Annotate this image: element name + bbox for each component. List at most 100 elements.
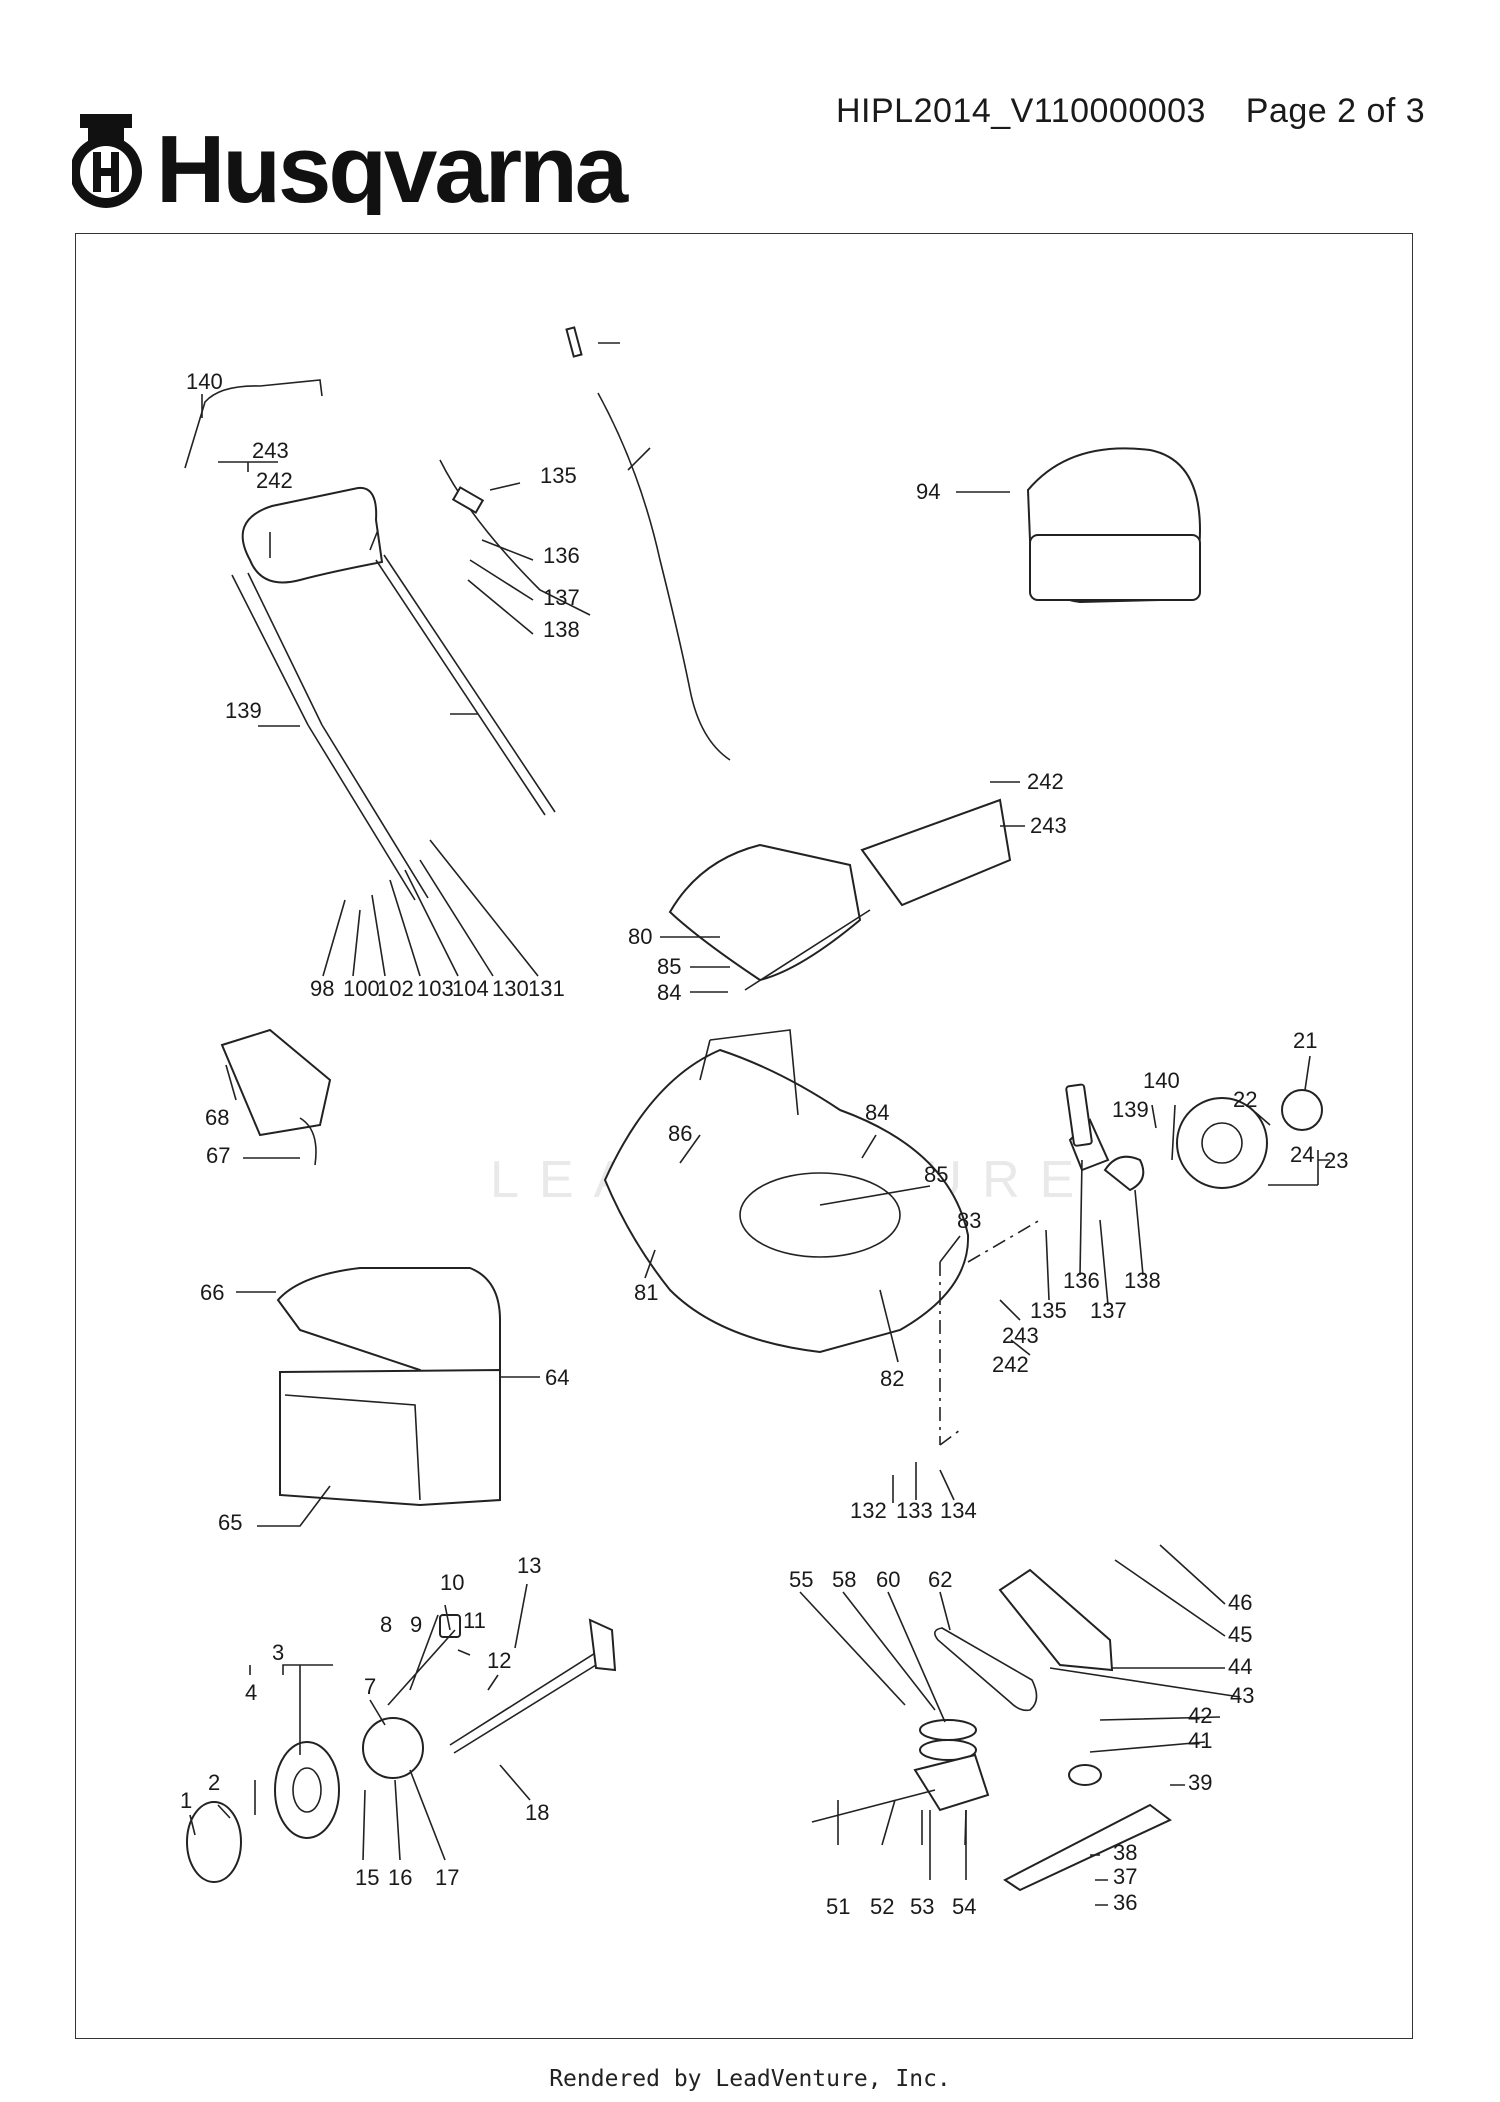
callout-label: 46 — [1228, 1590, 1252, 1615]
callout-label: 23 — [1324, 1148, 1348, 1173]
callout-label: 67 — [206, 1143, 230, 1168]
mower-deck-part — [603, 1048, 970, 1354]
page-indicator: Page 2 of 3 — [1245, 92, 1426, 130]
pulley-part — [919, 1739, 977, 1761]
callout-label: 64 — [545, 1365, 569, 1390]
front-wheel-hub-part — [292, 1767, 322, 1813]
callout-label: 102 — [377, 976, 414, 1001]
callout-label: 2 — [208, 1770, 220, 1795]
diagram-frame — [75, 233, 1413, 2039]
upper-handle-part — [241, 486, 384, 584]
callout-label: 43 — [1230, 1683, 1254, 1708]
callout-label: 53 — [910, 1894, 934, 1919]
callout-label: 16 — [388, 1865, 412, 1890]
callout-label: 138 — [543, 617, 580, 642]
callout-label: 103 — [417, 976, 454, 1001]
callout-label: 243 — [252, 438, 289, 463]
callout-label: 243 — [1002, 1323, 1039, 1348]
front-wheel-part — [274, 1741, 340, 1839]
rear-wheel-part — [1176, 1097, 1268, 1189]
callout-label: 51 — [826, 1894, 850, 1919]
blade-part — [1003, 1803, 1172, 1892]
rear-wheel-hub-part — [1201, 1122, 1243, 1164]
callout-label: 38 — [1113, 1840, 1137, 1865]
callout-label: 100 — [343, 976, 380, 1001]
callout-label: 81 — [634, 1280, 658, 1305]
deflector-part — [220, 1028, 332, 1137]
pulley-part — [919, 1719, 977, 1741]
callout-label: 3 — [272, 1640, 284, 1665]
callout-label: 15 — [355, 1865, 379, 1890]
callout-label: 66 — [200, 1280, 224, 1305]
callout-label: 83 — [957, 1208, 981, 1233]
rod-part — [744, 909, 871, 991]
callout-label: 12 — [487, 1648, 511, 1673]
crown-logo-icon — [72, 114, 142, 208]
callout-label: 9 — [410, 1612, 422, 1637]
document-id: HIPL2014_V110000003 Page 2 of 3 — [836, 92, 1425, 131]
height-bracket-part — [1103, 1155, 1145, 1192]
callout-label: 134 — [940, 1498, 977, 1523]
callout-label: 39 — [1188, 1770, 1212, 1795]
callout-label: 7 — [364, 1674, 376, 1699]
callout-label: 84 — [657, 980, 681, 1005]
mulch-plug-part — [668, 843, 862, 982]
callout-label: 44 — [1228, 1654, 1252, 1679]
callout-label: 135 — [1030, 1298, 1067, 1323]
callout-label: 80 — [628, 924, 652, 949]
callout-label: 65 — [218, 1510, 242, 1535]
handle-left-tube-part — [231, 572, 323, 726]
callout-label: 242 — [1027, 769, 1064, 794]
callout-label: 133 — [896, 1498, 933, 1523]
callout-label: 37 — [1113, 1864, 1137, 1889]
throttle-cable-part — [597, 392, 731, 761]
callout-label: 58 — [832, 1567, 856, 1592]
axle-part — [449, 1649, 605, 1754]
callout-label: 8 — [380, 1612, 392, 1637]
callout-label: 85 — [657, 954, 681, 979]
callout-label: 140 — [1143, 1068, 1180, 1093]
callout-label: 1 — [180, 1788, 192, 1813]
callout-labels: 140 243 242 139 135 136 137 138 94 242 2… — [180, 369, 1348, 1919]
leader-lines — [189, 342, 1330, 1906]
hub-cap-part — [1281, 1089, 1323, 1131]
cable-part — [439, 459, 591, 616]
lever-part — [451, 486, 485, 514]
chute-part — [998, 1568, 1114, 1672]
callout-label: 62 — [928, 1567, 952, 1592]
deck-bracket-part — [699, 1029, 799, 1116]
callout-label: 60 — [876, 1567, 900, 1592]
callout-label: 98 — [310, 976, 334, 1001]
grass-bag-part — [284, 1394, 421, 1501]
callout-label: 10 — [440, 1570, 464, 1595]
handle-bar-part — [184, 379, 323, 469]
grass-bag-frame-part — [279, 1368, 501, 1507]
callout-label: 24 — [1290, 1142, 1314, 1167]
callout-label: 68 — [205, 1105, 229, 1130]
callout-label: 84 — [865, 1100, 889, 1125]
callout-label: 132 — [850, 1498, 887, 1523]
callout-label: 11 — [463, 1608, 486, 1633]
footer-credit: Rendered by LeadVenture, Inc. — [549, 2066, 951, 2092]
callout-label: 137 — [1090, 1298, 1127, 1323]
rear-flap-part — [860, 798, 1012, 907]
callout-label: 52 — [870, 1894, 894, 1919]
svg-text:Husqvarna: Husqvarna — [156, 116, 629, 215]
wheel-cap-part — [186, 1801, 242, 1883]
callout-label: 13 — [517, 1553, 541, 1578]
callout-label: 242 — [256, 468, 293, 493]
callout-label: 242 — [992, 1352, 1029, 1377]
callout-label: 139 — [225, 698, 262, 723]
spring-part — [299, 1117, 317, 1166]
callout-label: 85 — [924, 1162, 948, 1187]
callout-label: 136 — [1063, 1268, 1100, 1293]
callout-label: 86 — [668, 1121, 692, 1146]
callout-label: 21 — [1293, 1028, 1317, 1053]
callout-label: 54 — [952, 1894, 976, 1919]
handle-right-tube-part — [375, 554, 556, 816]
husqvarna-logo: Husqvarna — [72, 114, 632, 215]
callout-label: 136 — [543, 543, 580, 568]
callout-label: 243 — [1030, 813, 1067, 838]
height-lever-part — [1065, 1083, 1093, 1147]
